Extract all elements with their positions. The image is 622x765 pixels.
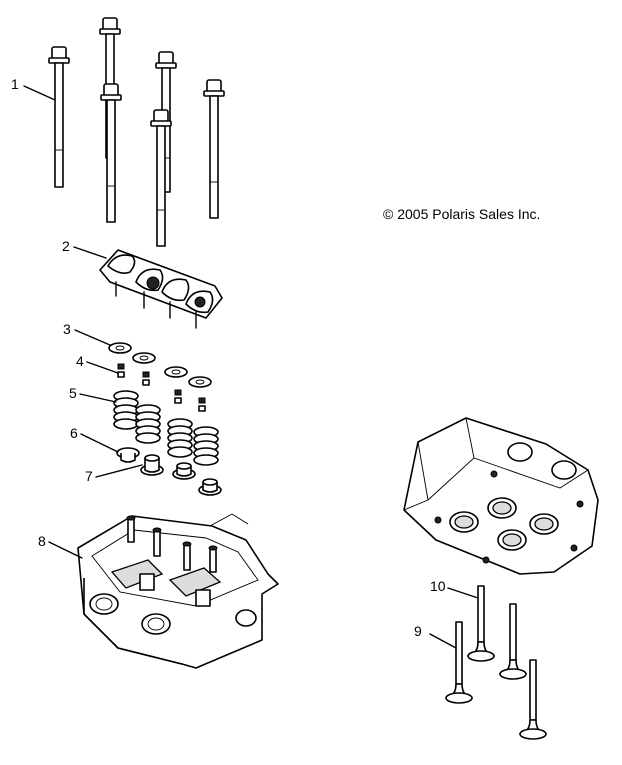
- valve-spring: [113, 390, 139, 430]
- head-bolt: [155, 51, 177, 193]
- valve-springs: [113, 390, 219, 466]
- callout-labels: 1 2 3 4 5 6 7 8 9 10: [11, 76, 446, 639]
- head-bolt: [150, 109, 172, 247]
- callout-7: 7: [85, 468, 93, 484]
- valve-stem-seal: [140, 454, 164, 476]
- rocker-arm-assembly: [99, 249, 223, 329]
- cylinder-head-top-view: [77, 513, 279, 669]
- callout-3: 3: [63, 321, 71, 337]
- valve-spring-washers: [108, 342, 212, 388]
- callout-8: 8: [38, 533, 46, 549]
- head-bolts: [48, 17, 225, 247]
- valve: [499, 603, 527, 680]
- valve: [445, 621, 473, 704]
- valve-spring: [193, 426, 219, 466]
- head-bolt: [48, 46, 70, 188]
- head-bolt: [203, 79, 225, 219]
- valve: [467, 585, 495, 662]
- valve-spring: [167, 418, 193, 458]
- callout-10: 10: [430, 578, 446, 594]
- callout-9: 9: [414, 623, 422, 639]
- callout-6: 6: [70, 425, 78, 441]
- spring-seats: [116, 447, 222, 496]
- leader-lines: [23, 85, 479, 649]
- valve-keepers: [117, 363, 206, 412]
- intake-valves: [467, 585, 527, 680]
- callout-2: 2: [62, 238, 70, 254]
- callout-5: 5: [69, 385, 77, 401]
- head-bolt: [100, 83, 122, 223]
- exhaust-valves: [445, 621, 547, 740]
- callout-4: 4: [76, 353, 84, 369]
- valve: [519, 659, 547, 740]
- copyright-text: © 2005 Polaris Sales Inc.: [383, 206, 540, 222]
- callout-1: 1: [11, 76, 19, 92]
- cylinder-head-combustion-view: [403, 417, 599, 575]
- valve-spring: [135, 404, 161, 444]
